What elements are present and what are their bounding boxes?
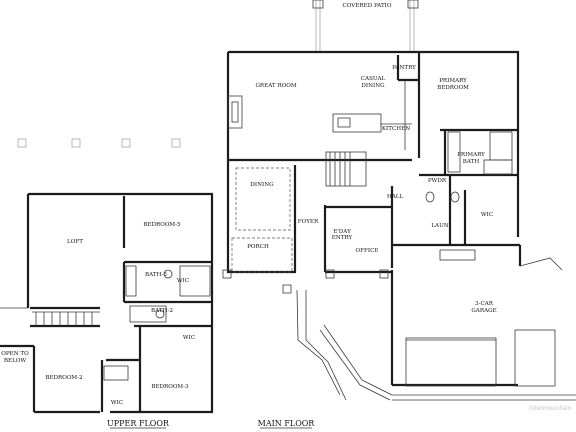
room-label-pwdr: PWDR [428,178,447,184]
room-label-eday-entry-line1: E'DAY [333,229,351,235]
main-floor-title: MAIN FLOOR [258,419,316,428]
room-label-primary-bath-line2: BATH [463,159,480,165]
column-details [17,138,181,148]
room-label-casual-dining-line2: DINING [361,83,385,89]
room-label-wic-2: WIC [183,335,195,341]
room-label-casual-dining-line1: CASUAL [361,76,386,82]
watermark-logo: intermountain [529,405,572,412]
room-label-porch: PORCH [247,244,269,250]
room-label-kitchen: KITCHEN [382,126,410,132]
room-label-primary-bath-line1: PRIMARY [457,152,485,158]
room-label-bedroom-2: BEDROOM-2 [45,375,83,381]
room-label-dining: DINING [250,182,274,188]
upper-floor-plan [0,192,214,414]
room-label-loft: LOFT [67,239,83,245]
room-label-hall: HALL [387,194,404,200]
room-label-covered-patio: COVERED PATIO [343,3,392,9]
room-label-bedroom-3: BEDROOM-3 [151,384,189,390]
room-label-primary-bedroom-line2: BEDROOM [437,85,469,91]
room-label-office: OFFICE [356,248,379,254]
room-label-wic-3: WIC [177,278,189,284]
room-label-eday-entry-line2: ENTRY [332,235,353,241]
room-label-primary-bedroom-line1: PRIMARY [439,78,467,84]
room-label-laun: LAUN [431,223,448,229]
room-label-great-room: GREAT ROOM [255,83,296,89]
room-label-bath-3: BATH-3 [145,272,167,278]
upper-floor-title: UPPER FLOOR [107,419,170,428]
room-label-open-to-below-line1: OPEN TO [1,351,29,357]
room-label-wic-b2: WIC [111,400,123,406]
room-label-bath-2: BATH-2 [151,308,173,314]
room-label-pantry: PANTRY [392,65,416,71]
room-label-open-to-below-line2: BELOW [4,358,26,364]
room-label-foyer: FOYER [298,219,319,225]
main-floor-plan [222,0,576,401]
room-label-garage-line1: 3-CAR [475,301,494,307]
room-label-bedroom-5: BEDROOM-5 [143,222,181,228]
room-label-wic: WIC [481,212,493,218]
room-label-garage-line2: GARAGE [471,308,496,314]
